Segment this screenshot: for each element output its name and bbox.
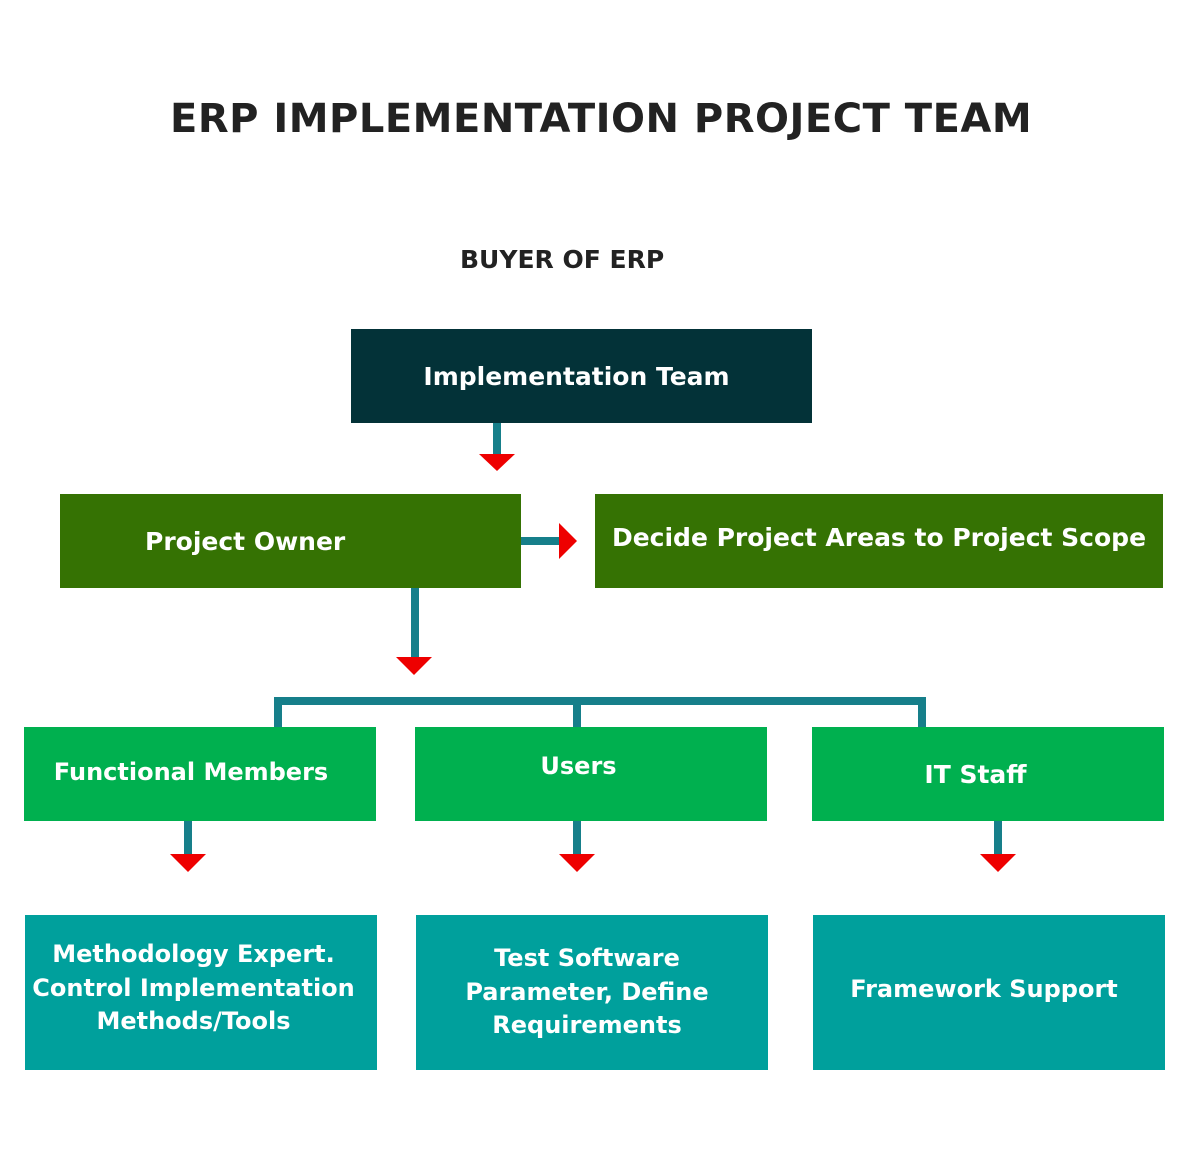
group-bracket — [274, 697, 926, 727]
project-owner-label: Project Owner — [145, 526, 346, 556]
arrow-impl-to-owner — [479, 423, 515, 471]
arrow-shaft — [521, 537, 561, 545]
implementation-team-box: Implementation Team — [351, 329, 812, 423]
functional-members-label: Functional Members — [53, 758, 329, 787]
project-scope-label: Decide Project Areas to Project Scope — [611, 522, 1147, 552]
project-scope-box: Decide Project Areas to Project Scope — [595, 494, 1163, 588]
arrow-shaft — [184, 821, 192, 855]
arrow-owner-to-scope — [521, 523, 577, 559]
framework-support-box: Framework Support — [813, 915, 1165, 1070]
arrow-functional-to-methodology — [170, 821, 206, 872]
it-staff-label: IT Staff — [924, 759, 1027, 789]
users-label: Users — [540, 752, 617, 781]
it-staff-box: IT Staff — [812, 727, 1164, 821]
functional-members-box: Functional Members — [24, 727, 376, 821]
arrow-shaft — [411, 588, 419, 658]
diagram-subtitle: BUYER OF ERP — [460, 245, 665, 274]
project-owner-box: Project Owner — [60, 494, 521, 588]
arrow-head — [170, 854, 206, 872]
methodology-box: Methodology Expert. Control Implementati… — [25, 915, 377, 1070]
users-box: Users — [415, 727, 767, 821]
arrow-shaft — [573, 821, 581, 855]
bracket-leg-left — [274, 697, 282, 727]
arrow-owner-to-groups — [396, 588, 432, 675]
bracket-leg-middle — [573, 697, 581, 727]
arrow-it-to-framework — [980, 821, 1016, 872]
arrow-users-to-test — [559, 821, 595, 872]
framework-support-label: Framework Support — [850, 974, 1118, 1003]
arrow-head — [559, 854, 595, 872]
arrow-head — [980, 854, 1016, 872]
implementation-team-label: Implementation Team — [423, 361, 730, 391]
arrow-head — [479, 454, 515, 471]
arrow-shaft — [994, 821, 1002, 855]
test-software-label: Test Software Parameter, Define Requirem… — [465, 944, 709, 1040]
arrow-head — [559, 523, 577, 559]
arrow-shaft — [493, 423, 501, 455]
arrow-head — [396, 657, 432, 675]
bracket-bar — [274, 697, 926, 705]
test-software-box: Test Software Parameter, Define Requirem… — [416, 915, 768, 1070]
diagram-title: ERP IMPLEMENTATION PROJECT TEAM — [170, 96, 1033, 142]
methodology-label: Methodology Expert. Control Implementati… — [32, 940, 355, 1036]
bracket-leg-right — [918, 697, 926, 727]
